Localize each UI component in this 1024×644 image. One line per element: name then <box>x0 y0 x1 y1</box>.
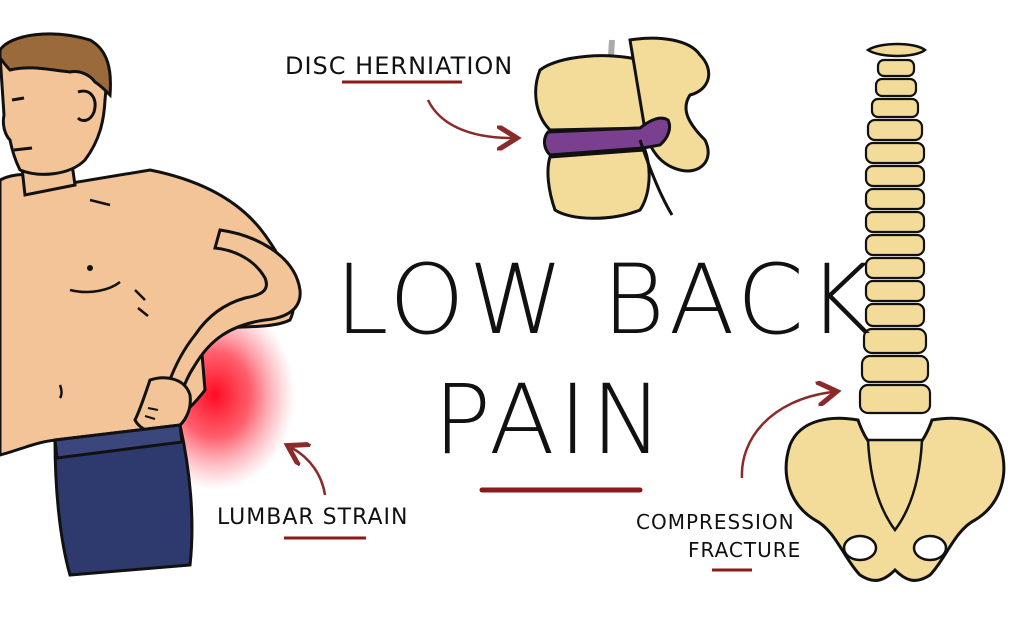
lower-vertebra <box>546 148 651 220</box>
finger-lines <box>144 407 159 420</box>
nipple <box>87 265 93 271</box>
strain-arrow <box>292 448 327 496</box>
shorts <box>53 423 194 577</box>
disc-herniation-label: DISC HERNIATION <box>285 52 514 80</box>
fracture-arrow <box>740 392 832 479</box>
upper-vertebra <box>534 54 650 132</box>
obturator-right <box>912 534 948 562</box>
rib-line <box>134 289 149 317</box>
lumbar-strain-label: LUMBAR STRAIN <box>217 505 409 530</box>
herniated-disc <box>543 116 672 157</box>
mouth <box>13 146 33 152</box>
obturator-left <box>842 534 878 562</box>
sacrum <box>866 438 924 533</box>
pec-line <box>69 280 121 294</box>
collar-line <box>89 198 111 207</box>
navel <box>58 384 63 399</box>
hair <box>0 32 112 99</box>
atlas <box>865 42 928 58</box>
compression-label: COMPRESSION <box>636 510 795 534</box>
vertebra-disc-illustration <box>534 36 711 220</box>
disc-arrow <box>426 99 512 138</box>
title-line-1: LOW BACK <box>335 244 875 356</box>
fracture-label: FRACTURE <box>688 538 802 562</box>
man-figure <box>0 32 302 577</box>
eye <box>11 96 25 102</box>
ear <box>76 89 97 122</box>
spine-skeleton <box>784 42 1006 582</box>
vertebral-column <box>858 58 932 415</box>
title-line-2: PAIN <box>433 364 667 476</box>
compressed-nerve <box>638 139 674 216</box>
waistband <box>53 423 184 460</box>
